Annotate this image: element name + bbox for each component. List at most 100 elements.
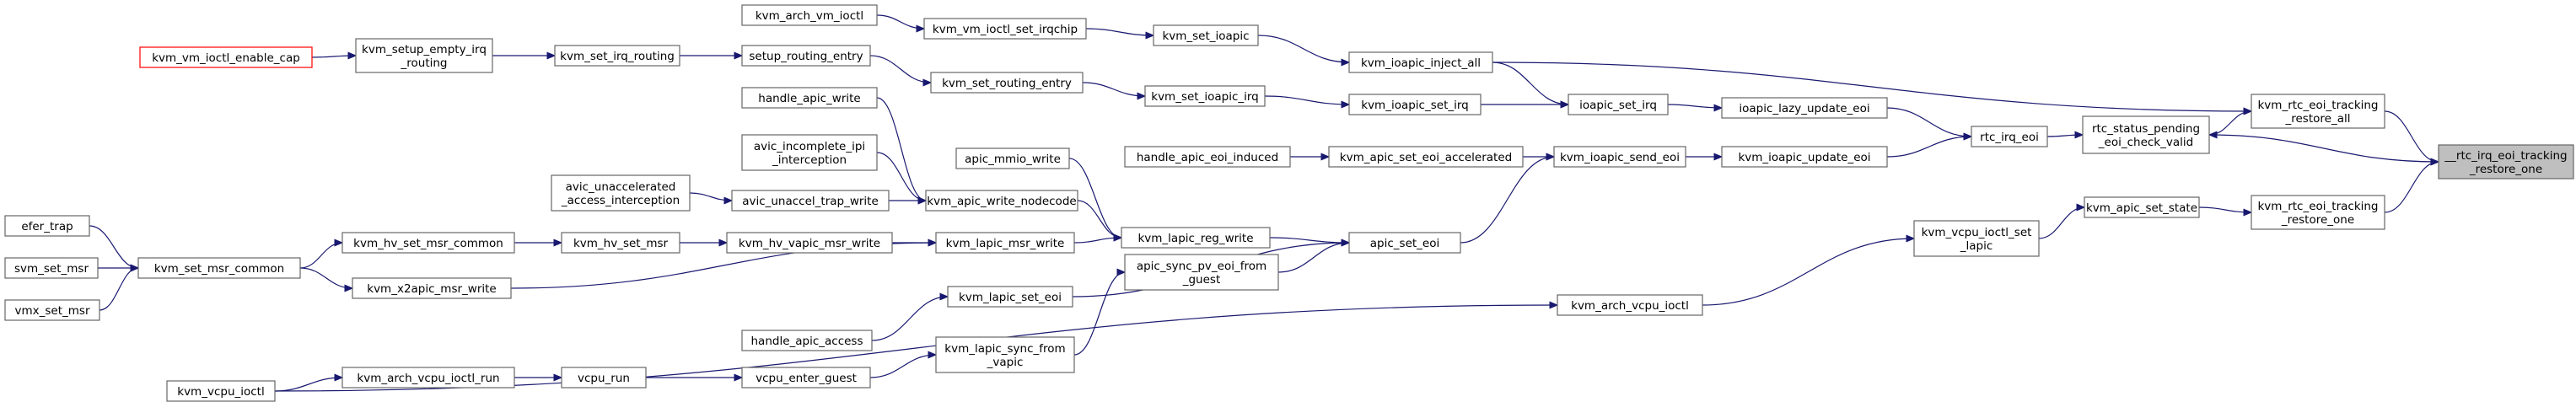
node-khvmw[interactable]: kvm_hv_vapic_msr_write: [726, 232, 893, 254]
node-label-aiii-1: _interception: [772, 153, 847, 167]
node-label-khsm-0: kvm_hv_set_msr: [573, 237, 669, 250]
node-aspef[interactable]: apic_sync_pv_eoi_from_guest: [1124, 254, 1279, 291]
node-kasea[interactable]: kvm_apic_set_eoi_accelerated: [1328, 146, 1524, 168]
node-veg[interactable]: vcpu_enter_guest: [741, 367, 871, 389]
node-kvisl[interactable]: kvm_vcpu_ioctl_set_lapic: [1913, 220, 2040, 257]
node-label-ksre-0: kvm_set_routing_entry: [942, 77, 1072, 90]
node-root[interactable]: __rtc_irq_eoi_tracking_restore_one: [2438, 144, 2574, 180]
node-box-klrw: [1121, 227, 1271, 249]
arrowhead-kvi-to-kavir: [334, 373, 344, 382]
node-kiia[interactable]: kvm_ioapic_inject_all: [1348, 51, 1493, 73]
node-kisi[interactable]: kvm_ioapic_set_irq: [1348, 94, 1482, 115]
arrowhead-kiia-to-rra: [2243, 107, 2253, 115]
arrowhead-khsmc-to-khsm: [553, 238, 563, 247]
node-label-aspef-0: apic_sync_pv_eoi_from: [1137, 260, 1266, 273]
node-rspe[interactable]: rtc_status_pending_eoi_check_valid: [2082, 115, 2210, 154]
node-kseir[interactable]: kvm_setup_empty_irq_routing: [355, 38, 493, 73]
node-label-kass-0: kvm_apic_set_state: [2086, 201, 2197, 215]
node-label-kvisi-0: kvm_vm_ioctl_set_irqchip: [933, 23, 1078, 36]
node-box-khsm: [561, 232, 680, 254]
node-aiii[interactable]: avic_incomplete_ipi_interception: [741, 134, 878, 171]
node-box-ase: [1348, 232, 1461, 254]
node-box-iolue: [1721, 97, 1888, 119]
edge-kavi-to-kvisl: [1702, 238, 1915, 306]
node-label-kise-0: kvm_ioapic_send_eoi: [1560, 151, 1680, 164]
node-sre[interactable]: setup_routing_entry: [741, 45, 871, 67]
node-kseti[interactable]: kvm_set_ioapic: [1153, 24, 1259, 46]
arrowhead-kviec-to-kseir: [347, 51, 358, 60]
node-box-veg: [741, 367, 871, 389]
node-box-kass: [2084, 196, 2200, 218]
arrowhead-auai-to-autw: [723, 196, 734, 205]
arrowhead-ksi-to-kisi: [1341, 100, 1351, 109]
node-kiue[interactable]: kvm_ioapic_update_eoi: [1721, 146, 1888, 168]
node-box-kviec: [139, 46, 313, 68]
node-rie[interactable]: rtc_irq_eoi: [1971, 126, 2048, 147]
node-klse[interactable]: kvm_lapic_set_eoi: [947, 286, 1073, 308]
node-kvisi[interactable]: kvm_vm_ioctl_set_irqchip: [923, 18, 1087, 40]
arrowhead-veg-to-klsfv: [928, 351, 938, 359]
node-box-kxmw: [352, 277, 512, 299]
node-klmw[interactable]: kvm_lapic_msr_write: [935, 232, 1075, 254]
node-kawn[interactable]: kvm_apic_write_nodecode: [925, 190, 1078, 212]
node-label-iolue-0: ioapic_lazy_update_eoi: [1739, 102, 1869, 115]
node-haei[interactable]: handle_apic_eoi_induced: [1124, 146, 1291, 168]
node-et[interactable]: efer_trap: [4, 215, 90, 237]
node-ksir[interactable]: kvm_set_irq_routing: [554, 45, 680, 67]
node-vsm[interactable]: vmx_set_msr: [4, 299, 100, 321]
arrowhead-ksmc-to-kxmw: [344, 284, 354, 292]
node-box-haei: [1124, 146, 1291, 168]
node-label-rro-1: _restore_one: [2281, 213, 2354, 227]
node-vr[interactable]: vcpu_run: [561, 367, 647, 389]
edge-kawn-to-klrw: [1077, 200, 1122, 238]
edge-aspef-to-ase: [1277, 242, 1350, 273]
node-haw[interactable]: handle_apic_write: [741, 87, 878, 109]
node-isi[interactable]: ioapic_set_irq: [1568, 94, 1669, 115]
node-ha[interactable]: handle_apic_access: [741, 330, 873, 351]
edge-sre-to-ksre: [869, 55, 932, 83]
edge-isi-to-iolue: [1667, 104, 1723, 109]
node-ksi[interactable]: kvm_set_ioapic_irq: [1144, 85, 1266, 107]
node-label-kavmi-0: kvm_arch_vm_ioctl: [756, 9, 863, 23]
node-box-kseir: [355, 38, 493, 73]
node-kavmi[interactable]: kvm_arch_vm_ioctl: [741, 4, 878, 26]
node-ssm[interactable]: svm_set_msr: [4, 257, 99, 279]
node-klsfv[interactable]: kvm_lapic_sync_from_vapic: [935, 336, 1075, 373]
node-amw[interactable]: apic_mmio_write: [955, 147, 1070, 169]
node-iolue[interactable]: ioapic_lazy_update_eoi: [1721, 97, 1888, 119]
node-klrw[interactable]: kvm_lapic_reg_write: [1121, 227, 1271, 249]
node-box-kvi: [166, 380, 276, 402]
arrowhead-kiue-to-rie: [1963, 132, 1973, 141]
node-label-auai-0: avic_unaccelerated: [566, 180, 676, 194]
node-khsm[interactable]: kvm_hv_set_msr: [561, 232, 680, 254]
node-kxmw[interactable]: kvm_x2apic_msr_write: [352, 277, 512, 299]
edge-rra-to-root: [2384, 110, 2439, 163]
node-label-ha-0: handle_apic_access: [750, 335, 863, 348]
node-autw[interactable]: avic_unaccel_trap_write: [731, 190, 890, 212]
node-label-rspe-1: _eoi_check_valid: [2098, 136, 2193, 149]
node-ksmc[interactable]: kvm_set_msr_common: [137, 257, 301, 279]
arrowhead-autw-to-kawn: [917, 196, 928, 205]
node-label-kseti-0: kvm_set_ioapic: [1162, 29, 1249, 43]
arrowhead-kxmw-to-klmw: [928, 238, 938, 247]
node-ase[interactable]: apic_set_eoi: [1348, 232, 1461, 254]
node-kavi[interactable]: kvm_arch_vcpu_ioctl: [1557, 294, 1703, 316]
node-ksre[interactable]: kvm_set_routing_entry: [930, 72, 1084, 94]
node-rra[interactable]: kvm_rtc_eoi_tracking_restore_all: [2251, 94, 2385, 129]
node-auai[interactable]: avic_unaccelerated_access_interception: [551, 174, 691, 212]
node-kass[interactable]: kvm_apic_set_state: [2084, 196, 2200, 218]
node-khsmc[interactable]: kvm_hv_set_msr_common: [341, 232, 515, 254]
node-label-klsfv-0: kvm_lapic_sync_from: [944, 342, 1065, 356]
node-box-haw: [741, 87, 878, 109]
edge-kvisl-to-kass: [2038, 206, 2085, 239]
edge-haw-to-kawn: [876, 97, 927, 201]
node-rro[interactable]: kvm_rtc_eoi_tracking_restore_one: [2251, 195, 2385, 230]
node-kavir[interactable]: kvm_arch_vcpu_ioctl_run: [341, 367, 515, 389]
node-label-klse-0: kvm_lapic_set_eoi: [959, 291, 1062, 304]
node-box-ssm: [4, 257, 99, 279]
node-label-kavir-0: kvm_arch_vcpu_ioctl_run: [357, 372, 499, 385]
arrowhead-aspef-to-ase: [1341, 238, 1351, 247]
node-kise[interactable]: kvm_ioapic_send_eoi: [1553, 146, 1686, 168]
node-kviec[interactable]: kvm_vm_ioctl_enable_cap: [139, 46, 313, 68]
node-kvi[interactable]: kvm_vcpu_ioctl: [166, 380, 276, 402]
